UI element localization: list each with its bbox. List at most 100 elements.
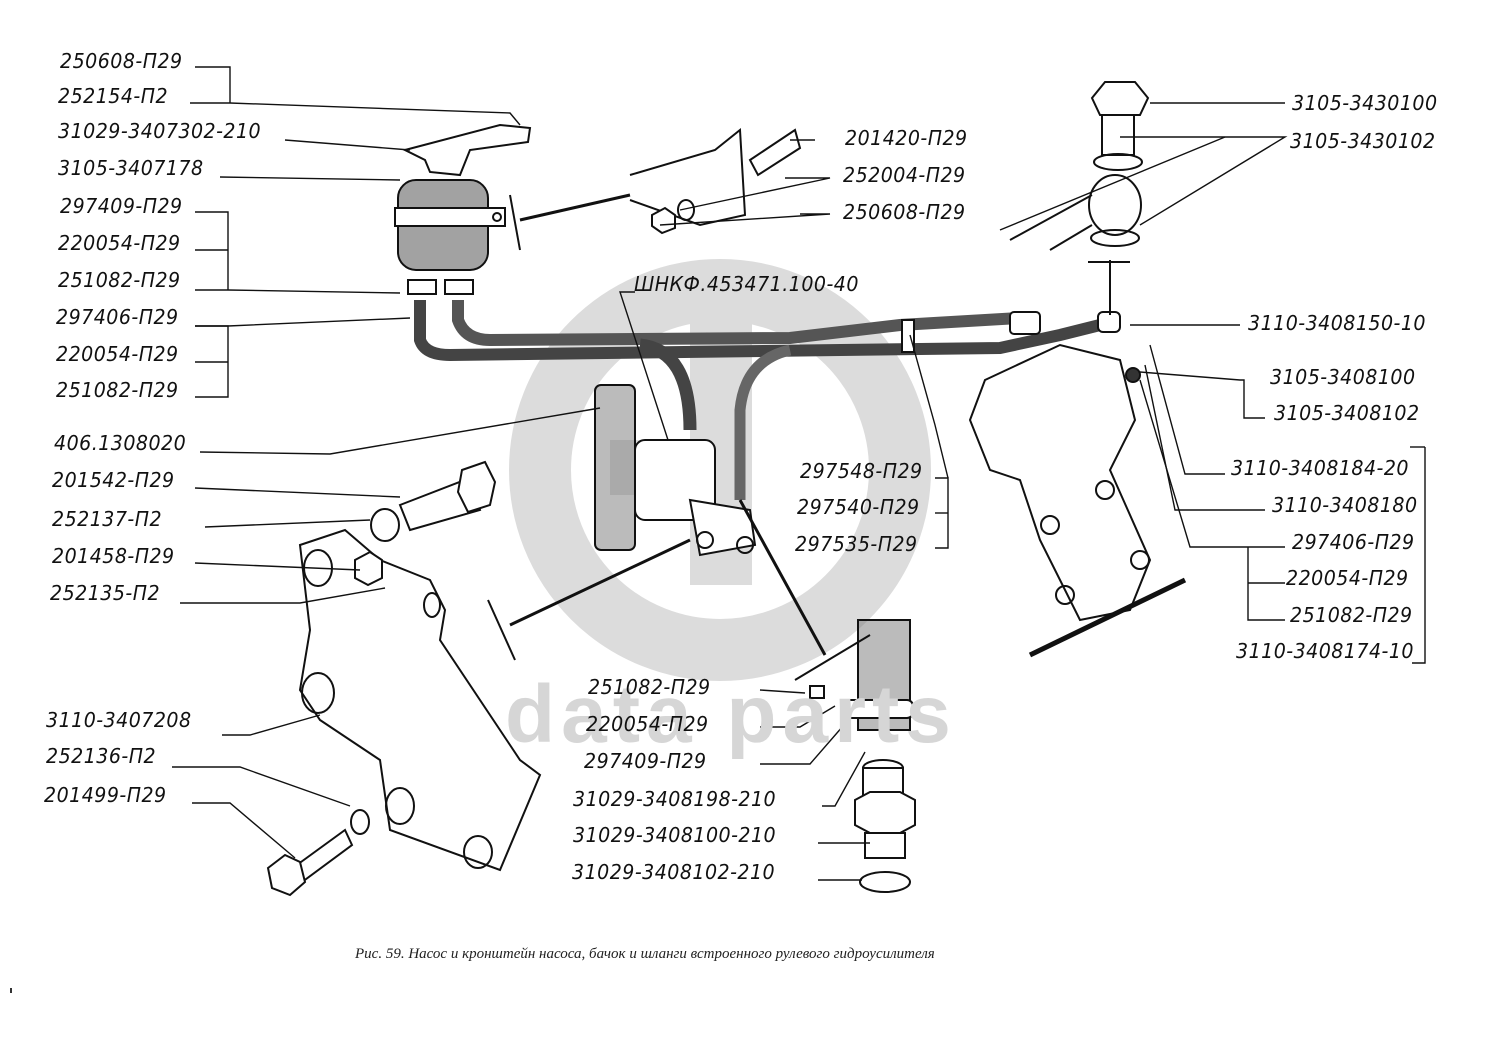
- part-label[interactable]: 201458-П29: [52, 544, 175, 568]
- leader-line: [195, 211, 229, 290]
- banjo-bolt-head: [1090, 81, 1150, 116]
- part-label[interactable]: 297406-П29: [56, 305, 179, 329]
- part-label[interactable]: 251082-П29: [58, 268, 181, 292]
- mount-plate: [629, 128, 747, 227]
- gear-boss: [1040, 515, 1060, 535]
- bolt-head: [456, 460, 497, 514]
- leader-line: [822, 751, 866, 807]
- leader-line: [195, 66, 231, 103]
- pump-inlet-hose: [638, 338, 697, 431]
- reservoir-clamp: [394, 207, 506, 227]
- mount-bolt: [748, 128, 802, 177]
- leader-line: [909, 334, 949, 479]
- leader-line: [194, 487, 401, 498]
- part-label[interactable]: 251082-П29: [1290, 603, 1413, 627]
- part-label[interactable]: 3105-3407178: [58, 156, 204, 180]
- leader-line: [190, 102, 521, 126]
- seal-washer: [1090, 229, 1140, 247]
- seal-washer: [1093, 153, 1143, 171]
- explode-line: [509, 538, 691, 627]
- part-label[interactable]: 220054-П29: [586, 712, 709, 736]
- pitman-arm: [1028, 577, 1187, 658]
- part-label[interactable]: 31029-3408102-210: [572, 860, 776, 884]
- union-hex: [854, 791, 916, 834]
- part-label[interactable]: 3105-3408100: [1270, 365, 1416, 389]
- leader-line: [659, 213, 831, 226]
- leader-line: [172, 766, 351, 807]
- part-label[interactable]: 201542-П29: [52, 468, 175, 492]
- steering-gear: [968, 343, 1152, 622]
- bracket-hole: [463, 835, 493, 869]
- leader-line: [194, 562, 361, 571]
- mount-nut: [651, 206, 676, 235]
- pump-label[interactable]: ШНКФ.453471.100-40: [634, 272, 859, 296]
- fitting: [1125, 367, 1141, 383]
- part-label[interactable]: 297540-П29: [797, 495, 920, 519]
- part-label[interactable]: 251082-П29: [588, 675, 711, 699]
- leader-line: [195, 317, 411, 327]
- part-label[interactable]: 3105-3408102: [1274, 401, 1420, 425]
- leader-line: [619, 291, 669, 441]
- leader-line: [284, 139, 411, 151]
- part-label[interactable]: 3110-3407208: [46, 708, 192, 732]
- gear-boss: [1095, 480, 1115, 500]
- return-hose: [414, 300, 1102, 362]
- leader-line: [759, 689, 806, 694]
- part-label[interactable]: 220054-П29: [1286, 566, 1409, 590]
- part-label[interactable]: 3110-3408180: [1272, 493, 1418, 517]
- explode-tick: [794, 634, 871, 681]
- part-label[interactable]: 3110-3408150-10: [1248, 311, 1426, 335]
- banjo-body: [1088, 174, 1142, 236]
- part-label[interactable]: 297409-П29: [60, 194, 183, 218]
- parts-artwork: [266, 81, 1187, 897]
- leader-line: [195, 289, 401, 294]
- part-label[interactable]: 250608-П29: [60, 49, 183, 73]
- pump-outlet-hose: [734, 344, 792, 500]
- part-label[interactable]: 297548-П29: [800, 459, 923, 483]
- part-label[interactable]: 31029-3408198-210: [573, 787, 777, 811]
- part-label[interactable]: 297406-П29: [1292, 530, 1415, 554]
- part-label[interactable]: 252135-П2: [50, 581, 161, 605]
- part-label[interactable]: 220054-П29: [58, 231, 181, 255]
- part-label[interactable]: 252137-П2: [52, 507, 163, 531]
- part-label[interactable]: 201420-П29: [845, 126, 968, 150]
- part-label[interactable]: 250608-П29: [843, 200, 966, 224]
- leader-lines: [172, 66, 1426, 881]
- clamp-hole: [492, 212, 502, 222]
- part-label[interactable]: 252136-П2: [46, 744, 157, 768]
- clamp-nut: [809, 685, 825, 699]
- mount-washer: [677, 199, 695, 221]
- part-label[interactable]: 3105-3430100: [1292, 91, 1438, 115]
- leader-line: [760, 717, 851, 765]
- gear-boss: [1055, 585, 1075, 605]
- part-label[interactable]: 3105-3430102: [1290, 129, 1436, 153]
- bracket-hole: [301, 672, 335, 714]
- bracket-hole: [385, 787, 415, 825]
- leader-line: [204, 519, 371, 528]
- leader-line: [679, 177, 831, 211]
- part-label[interactable]: 201499-П29: [44, 783, 167, 807]
- hose-clamp: [407, 279, 437, 295]
- part-label[interactable]: 252004-П29: [843, 163, 966, 187]
- part-label[interactable]: 297409-П29: [584, 749, 707, 773]
- washer: [370, 508, 400, 542]
- part-label[interactable]: 3110-3408174-10: [1236, 639, 1414, 663]
- supply-hose: [452, 300, 1021, 347]
- hose-fitting: [1009, 311, 1041, 335]
- part-label[interactable]: 297535-П29: [795, 532, 918, 556]
- part-label[interactable]: 220054-П29: [56, 342, 179, 366]
- part-label[interactable]: 3110-3408184-20: [1231, 456, 1409, 480]
- part-label[interactable]: 31029-3407302-210: [58, 119, 262, 143]
- leader-line: [1120, 136, 1288, 226]
- washer: [350, 809, 370, 835]
- hose-clip: [901, 319, 915, 353]
- explode-tick: [509, 194, 521, 251]
- banjo-pipe: [1049, 224, 1093, 251]
- part-label[interactable]: 251082-П29: [56, 378, 179, 402]
- leader-line: [1144, 364, 1265, 511]
- part-label[interactable]: 31029-3408100-210: [573, 823, 777, 847]
- part-label[interactable]: 252154-П2: [58, 84, 169, 108]
- part-label[interactable]: 406.1308020: [54, 431, 187, 455]
- nut: [354, 550, 383, 587]
